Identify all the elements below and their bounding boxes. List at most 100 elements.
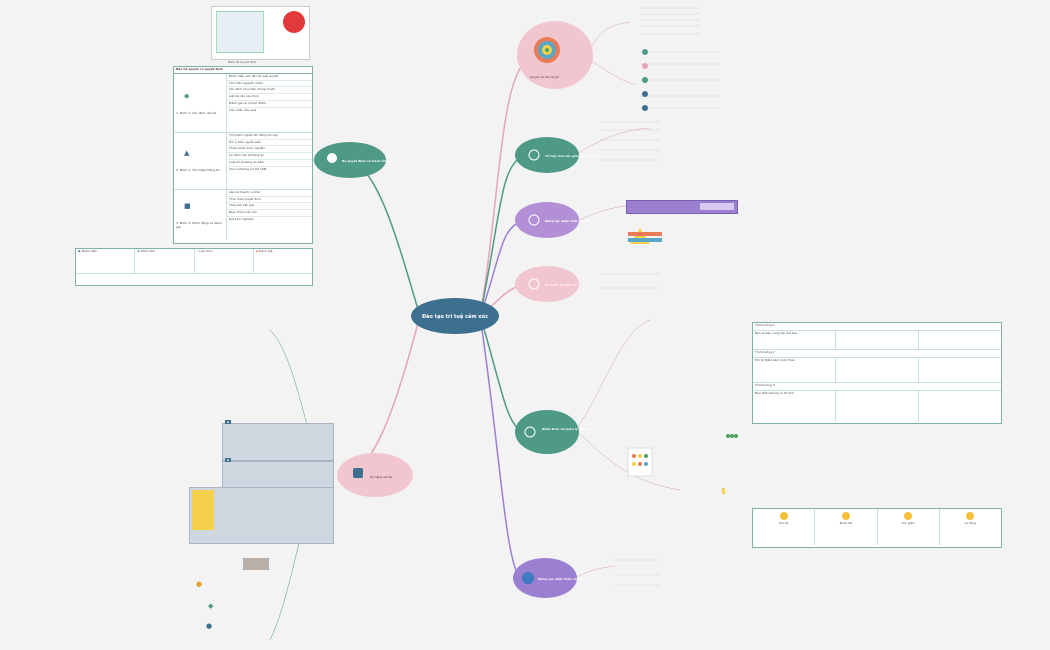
- decision-row-3-items: Lập kế hoạch cụ thể Thực hiện quyết định…: [227, 190, 312, 240]
- connector-5: [479, 315, 521, 431]
- decision-row-2-items: Tìm kiếm nguồn tin đáng tin cậy Hỏi ý ki…: [227, 133, 312, 189]
- decision-row-1-items: Nhận diện vấn đề cần giải quyết Tìm hiểu…: [227, 74, 312, 132]
- center-title: Đào tạo trí tuệ cảm xúc: [422, 313, 488, 320]
- center-node[interactable]: Đào tạo trí tuệ cảm xúc: [411, 298, 499, 334]
- emotion-cell-2: Buồn bã: [815, 509, 878, 545]
- decision-footer-row: ▣ Nhận diện ▣ Phân tích ⌕ Lựa chọn ◆ Đán…: [76, 249, 312, 274]
- decision-footer: ▣ Nhận diện ▣ Phân tích ⌕ Lựa chọn ◆ Đán…: [75, 248, 313, 286]
- sub-connector-2: [589, 59, 636, 86]
- connector-3: [479, 221, 521, 317]
- search-icon: ⌕: [196, 249, 200, 253]
- worried-icon: [966, 512, 975, 520]
- sub-connector-7: [574, 565, 616, 579]
- gear-icon: [528, 214, 540, 226]
- branch-node-7[interactable]: Ra quyết định có trách nhiệm: [314, 142, 392, 178]
- gear-icon: [528, 278, 540, 290]
- situation-header-3: Tình huống 3: [753, 383, 1001, 391]
- decision-table: Bảo hộ quyền ra quyết định ◆ 1. Bước 1: …: [173, 66, 313, 244]
- illustration-box: [216, 11, 264, 53]
- caterpillar-icon: [726, 434, 738, 438]
- sub-connector-6: [574, 429, 681, 491]
- connector-7: [349, 159, 421, 317]
- branch-label-5: Nhận thức và quản lý cảm xúc: [542, 427, 593, 431]
- decision-table-title: Bảo hộ quyền ra quyết định: [174, 67, 312, 74]
- silhouette-illustration: [192, 490, 214, 530]
- leaf-lines-right: [600, 7, 720, 586]
- decision-row-3-stage: ■ 3. Bước 3: Hành động và đánh giá: [174, 189, 227, 240]
- corn-icon: [722, 488, 725, 494]
- emotion-cell-4: Lo lắng: [940, 509, 1001, 545]
- step-4-icon: ◆: [255, 249, 260, 253]
- decision-row-1: ◆ 1. Bước 1: Xác định vấn đề Nhận diện v…: [174, 73, 312, 133]
- connector-2: [479, 157, 521, 317]
- branch-node-4[interactable]: Tự quản lý cảm xúc: [515, 266, 579, 302]
- situation-row-3: Bạn thân không rủ đi chơi: [753, 391, 1001, 421]
- relationship-icon: [642, 91, 648, 97]
- top-illustration: [211, 6, 310, 60]
- branch-node-6[interactable]: Nâng cao nhận thức xã hội: [513, 558, 583, 598]
- branch-node-5[interactable]: Nhận thức và quản lý cảm xúc: [515, 410, 593, 454]
- landscape-image: [243, 558, 269, 570]
- connector-1: [479, 59, 528, 317]
- badge-burst-icon: [283, 11, 305, 33]
- situation-row-2: Em bị điểm kém môn Toán: [753, 358, 1001, 383]
- emotion-table: Vui vẻ Buồn bã Tức giận Lo lắng: [752, 508, 1002, 548]
- situation-table: Tình huống 1 Bạn bị bạn cùng lớp chê bai…: [752, 322, 1002, 424]
- emotion-row: Vui vẻ Buồn bã Tức giận Lo lắng: [753, 509, 1001, 545]
- branch-label-6: Nâng cao nhận thức xã hội: [538, 577, 583, 581]
- decision-icon: [642, 105, 648, 111]
- top-illustration-caption: Biểu đồ quyết định: [228, 60, 257, 64]
- branch-node-3[interactable]: Năng lực nhận thức xã hội: [515, 202, 589, 238]
- decision-row-2: ▲ 2. Bước 2: Thu thập thông tin Tìm kiếm…: [174, 132, 312, 190]
- globe-icon: [522, 572, 534, 584]
- step-2-icon: ▣: [137, 249, 142, 253]
- situation-header-2: Tình huống 2: [753, 350, 1001, 358]
- chart-icon: ▲: [184, 148, 190, 157]
- self-management-icon: [642, 63, 648, 69]
- owl-icon: ●: [206, 622, 213, 630]
- social-skills-box-2: [222, 461, 334, 489]
- sub-connectors: [574, 21, 681, 579]
- footer-cell-3: ⌕ Lựa chọn: [195, 249, 254, 273]
- social-skills-box-1: [222, 423, 334, 461]
- footer-cell-1: ▣ Nhận diện: [76, 249, 136, 273]
- social-skills-tag-2: ▪: [225, 458, 232, 462]
- food-illustration: [627, 447, 653, 477]
- situation-header-1: Tình huống 1: [753, 323, 1001, 331]
- pyramid-illustration: [628, 228, 662, 244]
- branch-node-1[interactable]: Quyền tự chủ là gì?: [517, 21, 593, 89]
- branch-label-8: Kỹ năng xã hội: [370, 475, 392, 479]
- decision-row-3: ■ 3. Bước 3: Hành động và đánh giá Lập k…: [174, 189, 312, 240]
- branch-label-2: Trí tuệ cảm xúc gồm những gì?: [545, 154, 597, 158]
- thought-icon: [327, 153, 337, 163]
- social-awareness-icon: [642, 77, 648, 83]
- gear-icon: [528, 149, 540, 161]
- turtle-icon: ◆: [184, 91, 190, 100]
- decision-row-2-stage: ▲ 2. Bước 2: Thu thập thông tin: [174, 132, 227, 189]
- branch-node-2[interactable]: Trí tuệ cảm xúc gồm những gì?: [515, 137, 597, 173]
- branch-label-1: Quyền tự chủ là gì?: [530, 75, 560, 79]
- step-1-icon: ▣: [78, 249, 82, 253]
- turtle-icon: ◆: [208, 602, 214, 610]
- connector-8: [349, 315, 421, 476]
- gear-icon: [524, 426, 536, 438]
- branch-1-leaf-icons: [642, 49, 648, 111]
- situation-row-1: Bạn bị bạn cùng lớp chê bai: [753, 331, 1001, 350]
- handshake-icon: [353, 468, 363, 478]
- connectors: [349, 59, 528, 579]
- sad-icon: [841, 512, 850, 520]
- sub-connector-3: [574, 127, 651, 156]
- emotion-cell-1: Vui vẻ: [753, 509, 816, 545]
- lion-icon: ●: [196, 580, 203, 588]
- decision-row-1-stage: ◆ 1. Bước 1: Xác định vấn đề: [174, 73, 227, 132]
- sub-connector-1: [589, 21, 631, 51]
- social-awareness-subbox: [700, 203, 734, 210]
- branch-label-4: Tự quản lý cảm xúc: [545, 283, 578, 287]
- self-awareness-icon: [642, 49, 648, 55]
- sub-connector-5: [574, 319, 651, 431]
- smile-icon: [779, 512, 788, 520]
- branch-label-3: Năng lực nhận thức xã hội: [545, 219, 589, 223]
- footer-cell-2: ▣ Phân tích: [135, 249, 195, 273]
- branch-node-8[interactable]: Kỹ năng xã hội: [337, 453, 413, 497]
